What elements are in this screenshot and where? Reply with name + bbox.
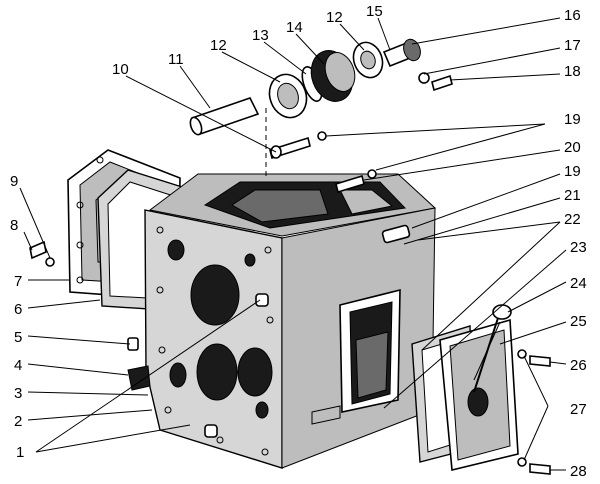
callout-12-right: 12 (326, 9, 343, 26)
gearbox-housing (144, 173, 437, 469)
callout-20: 20 (564, 139, 581, 156)
callout-19-top: 19 (564, 111, 581, 128)
callout-4: 4 (14, 357, 22, 374)
shaft-assembly (189, 38, 453, 180)
callout-10: 10 (112, 61, 129, 78)
callout-9: 9 (10, 173, 18, 190)
callout-15: 15 (366, 3, 383, 20)
bolts-top (269, 131, 377, 194)
callout-17: 17 (564, 37, 581, 54)
callout-24: 24 (570, 275, 587, 292)
callout-3: 3 (14, 385, 22, 402)
callout-2: 2 (14, 413, 22, 430)
callout-8: 8 (10, 217, 18, 234)
callout-25: 25 (570, 313, 587, 330)
callout-6: 6 (14, 301, 22, 318)
callout-12-left: 12 (210, 37, 227, 54)
right-bolts (517, 349, 551, 475)
callout-27: 27 (570, 401, 587, 418)
callout-18: 18 (564, 63, 581, 80)
callout-13: 13 (252, 27, 269, 44)
callout-labels: 1 2 3 4 5 6 7 8 9 10 11 12 13 14 12 15 1… (10, 3, 587, 480)
callout-1: 1 (16, 444, 24, 461)
right-cover-plate (439, 318, 519, 471)
callout-19-mid: 19 (564, 163, 581, 180)
callout-22: 22 (564, 211, 581, 228)
callout-5: 5 (14, 329, 22, 346)
callout-21: 21 (564, 187, 581, 204)
callout-16: 16 (564, 7, 581, 24)
callout-28: 28 (570, 463, 587, 480)
callout-23: 23 (570, 239, 587, 256)
callout-14: 14 (286, 19, 303, 36)
callout-7: 7 (14, 273, 22, 290)
callout-26: 26 (570, 357, 587, 374)
callout-11: 11 (168, 51, 184, 68)
leader-lines (19, 17, 567, 471)
